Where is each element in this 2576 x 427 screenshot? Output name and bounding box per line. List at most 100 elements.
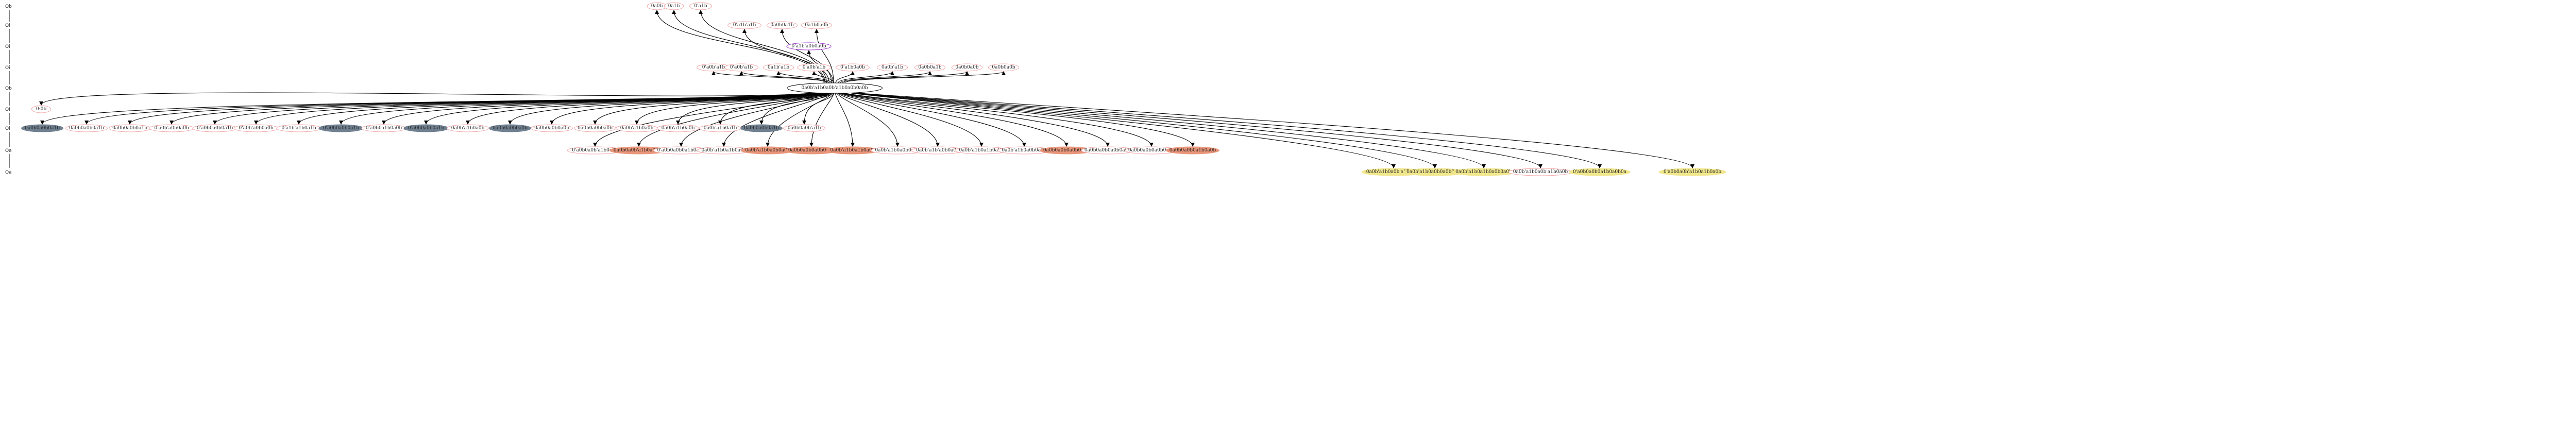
level-label: Ob bbox=[5, 4, 12, 9]
lattice-node: 0'a1b bbox=[689, 2, 712, 10]
node-label: 0a0b0a0b0a0b0a0b bbox=[788, 148, 835, 153]
node-label: 0a0b'a1b0a1b0a0b bbox=[701, 148, 746, 153]
edge-arrow bbox=[742, 29, 830, 83]
node-label: 0'a0b'a1b bbox=[702, 65, 725, 70]
node-ellipse bbox=[727, 21, 761, 29]
lattice-node: 0'a0b'a1b bbox=[724, 63, 758, 72]
lattice-node: 0'a0b'a0b0a0b bbox=[149, 124, 194, 132]
lattice-node: 0a0b0a1b bbox=[914, 63, 946, 72]
level-label: Ob bbox=[5, 86, 12, 91]
lattice-node: 0'a0b0a0b'a1b0a1b bbox=[567, 146, 623, 155]
edge-arrow bbox=[841, 93, 1069, 147]
level-label: Oa bbox=[5, 148, 12, 153]
node-label: 0a0b0a0b'a1b0a0b0a bbox=[614, 148, 665, 153]
node-ellipse bbox=[740, 124, 783, 132]
node-label: 0'a0b'a1b bbox=[730, 65, 753, 70]
node-label: 0'a0b'a1b bbox=[803, 65, 826, 70]
node-label: 0'a1b'a1b bbox=[733, 23, 756, 28]
lattice-node: 0a0b0a0b0a0b bbox=[489, 124, 531, 132]
edge-arrow bbox=[637, 93, 829, 147]
node-ellipse bbox=[914, 63, 946, 72]
edge-arrow bbox=[718, 93, 832, 125]
node-label: 0'a0b0a0b0a1b0a0b bbox=[657, 148, 705, 153]
edge-arrow bbox=[845, 93, 1195, 147]
node-ellipse bbox=[689, 2, 712, 10]
edge-arrow bbox=[837, 93, 940, 147]
node-label: 0'a0b0a0b0a1b bbox=[323, 126, 359, 131]
edge-arrow bbox=[812, 71, 834, 83]
lattice-node: 0'a1b0a0b bbox=[836, 63, 870, 72]
node-label: 0a0b'a1b0a0b bbox=[662, 126, 695, 131]
lattice-node: 0a1b0a0b bbox=[801, 21, 833, 29]
node-ellipse bbox=[783, 124, 825, 132]
node-label: 0a0b0a0b0a1b0a0b bbox=[1170, 148, 1216, 153]
lattice-node: 0a0b0a0b0a1b bbox=[65, 124, 108, 132]
node-ellipse bbox=[21, 124, 63, 132]
node-ellipse bbox=[951, 63, 983, 72]
node-ellipse bbox=[31, 105, 52, 113]
edge-arrow bbox=[593, 93, 828, 125]
node-label: 0a0b'a1b bbox=[882, 65, 903, 70]
level-label: Oa bbox=[5, 170, 12, 175]
lattice-node: 0:0b bbox=[31, 105, 52, 113]
edge-arrow bbox=[840, 71, 932, 83]
node-label: 0a0b0a0b0a0b0a0b bbox=[1084, 148, 1131, 153]
node-label: 0'a0b'a0b0a0b bbox=[239, 126, 274, 131]
lattice-node: 0a0b0a0b'a1b bbox=[783, 124, 825, 132]
node-label: 0a0b0a0b'a1b bbox=[788, 126, 821, 131]
edge-arrow bbox=[766, 93, 833, 147]
node-label: 0'a1b0a0b bbox=[840, 65, 865, 70]
node-ellipse bbox=[447, 124, 489, 132]
edge-arrow bbox=[856, 93, 1543, 168]
node-ellipse bbox=[876, 63, 908, 72]
node-label: 0a1b bbox=[668, 4, 680, 9]
node-ellipse bbox=[762, 63, 794, 72]
node-label: 0a0b'a1b0a1b0a0b bbox=[959, 148, 1004, 153]
edge-arrow bbox=[844, 71, 1006, 83]
node-ellipse bbox=[787, 82, 883, 94]
node-label: 0a0b'a1b0a0b bbox=[451, 126, 485, 131]
lattice-node: 0a0b0a0b0a0b bbox=[531, 124, 573, 132]
hub-node: 0a0b'a1b0a0b'a1b0a0b0a0b bbox=[787, 82, 883, 94]
node-label: 0a0b'a1b0a1b bbox=[704, 126, 737, 131]
level-label: Oi bbox=[5, 126, 10, 131]
edge-arrow bbox=[851, 93, 1396, 168]
edge-arrow bbox=[679, 93, 831, 147]
node-ellipse bbox=[786, 42, 832, 50]
lattice-node: 0'a0b0a0b'a1b0a1b0a0b bbox=[1658, 168, 1726, 176]
lattice-node: 0a0b bbox=[647, 2, 667, 10]
lattice-node: 0a0b'a1b0a1b bbox=[699, 124, 741, 132]
node-label: 0a0b0a0b bbox=[992, 65, 1015, 70]
lattice-node: 0'a1b'a1b0a1b bbox=[276, 124, 321, 132]
lattice-node: 0a0b0a0b0a1b bbox=[740, 124, 783, 132]
node-label: 0a0b0a0b0a1b bbox=[25, 126, 60, 131]
node-label: 0a0b'a1b0a0b'a1b0a0b bbox=[1366, 169, 1421, 175]
node-label: 0a0b0a0b0a0b bbox=[534, 126, 569, 131]
node-ellipse bbox=[1569, 168, 1631, 176]
edge-arrow bbox=[836, 93, 900, 147]
edge-arrow bbox=[759, 93, 833, 125]
node-label: 0a0b'a1b0a0b0a0b0a0b bbox=[1406, 169, 1463, 175]
node-ellipse bbox=[531, 124, 573, 132]
lattice-node: 0a0b0a0b0a1b bbox=[21, 124, 63, 132]
edge-arrow bbox=[839, 93, 984, 147]
edge-arrow bbox=[815, 29, 834, 83]
edge-arrow bbox=[39, 92, 811, 106]
node-label: 0a0b0a0b0a1b bbox=[112, 126, 147, 131]
node-label: 0a0b0a0b0a0b bbox=[493, 126, 528, 131]
node-label: 0a0b0a0b0a1b bbox=[69, 126, 104, 131]
node-label: 0'a1b bbox=[694, 4, 707, 9]
lattice-node: 0'a0b'a0b0a0b bbox=[233, 124, 279, 132]
edge-arrow bbox=[424, 93, 823, 125]
node-label: 0a0b0a0b bbox=[955, 65, 978, 70]
lattice-node: 0a0b0a0b0a0b bbox=[574, 124, 616, 132]
edge-arrow bbox=[857, 93, 1602, 168]
lattice-node: 0a0b'a1b bbox=[876, 63, 908, 72]
lattice-node: 0a0b0a1b bbox=[766, 21, 798, 29]
node-label: 0a0b0a0b0a0b0a0b bbox=[1128, 148, 1175, 153]
node-label: 0a0b'a1b'a0b0a0b bbox=[916, 148, 959, 153]
edge-arrow bbox=[722, 93, 832, 147]
edge-arrow bbox=[593, 93, 828, 147]
lattice-node: 0a0b'a1b0a1b0a0b0a0b bbox=[1451, 168, 1516, 176]
